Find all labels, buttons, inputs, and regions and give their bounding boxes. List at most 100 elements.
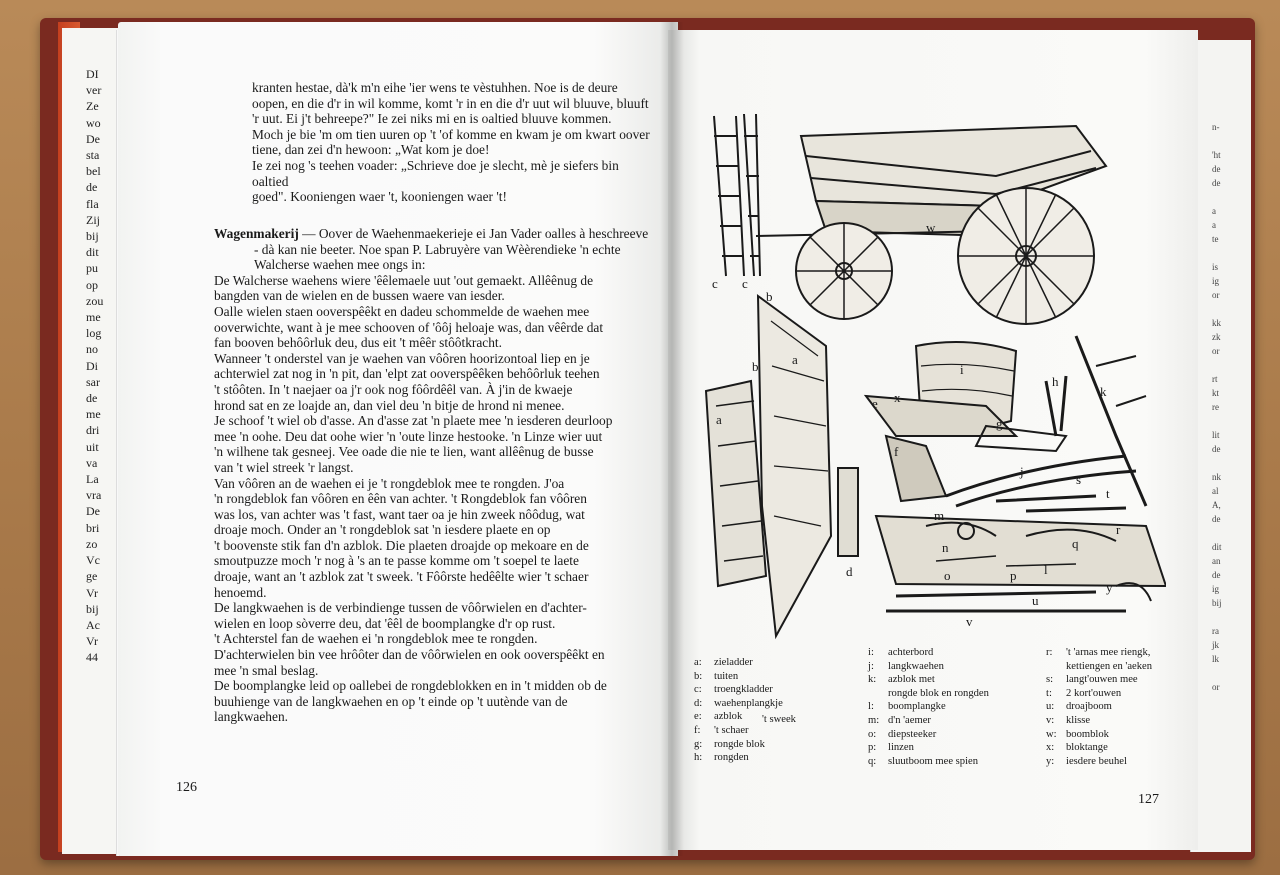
legend-item: b:tuiten: [694, 670, 854, 684]
text-line: Oalle wielen staen ooverspêêkt en dadeu …: [214, 303, 590, 319]
page-number-right: 127: [1138, 792, 1159, 807]
legend-item: d: waehenplangkje: [694, 697, 854, 711]
text-line: 'n rongdeblok fan vôôren en êên van acht…: [214, 491, 587, 507]
figure-letter-f: f: [894, 444, 899, 459]
figure-letter-b1: b: [766, 289, 773, 304]
figure-letter-s: s: [1076, 472, 1081, 487]
legend-value: langkwaehen: [888, 660, 944, 672]
legend-item: q:sluutboom mee spien: [868, 755, 1048, 769]
text-line: 'r uut. Ei j't behreepe?" Ie zei niks mi…: [252, 111, 612, 127]
text-line: droaje, want an 't azblok zat 't sweek. …: [214, 569, 589, 585]
left-page: [118, 22, 678, 856]
text-line: kranten hestae, dà'k m'n eihe 'ier wens …: [252, 80, 618, 95]
text-line: 't Achterstel fan de waehen ei 'n rongde…: [214, 631, 538, 647]
figure-letter-u: u: [1032, 593, 1039, 608]
legend-item: kettiengen en 'aeken: [1046, 660, 1196, 674]
text-line: Wagenmakerij — Oover de Waehenmaekerieje…: [214, 226, 660, 242]
legend-item: r:'t 'arnas mee riengk,: [1046, 646, 1196, 660]
text-line: langkwaehen.: [214, 709, 288, 725]
text-line: Moch je bie 'm om tien uuren op 't 'of k…: [252, 126, 650, 142]
legend-value: d'n 'aemer: [888, 714, 931, 726]
legend-item: rongde blok en rongden: [868, 687, 1048, 701]
text-line: droaje moch. Onder an 't rongdeblok sat …: [214, 522, 551, 538]
legend-key: t:: [1046, 687, 1052, 699]
legend-key: o:: [868, 728, 877, 740]
text-line: henoemd.: [214, 584, 267, 600]
legend-key: y:: [1046, 755, 1055, 767]
section-heading: Wagenmakerij: [214, 226, 299, 241]
figure-letter-m: m: [934, 508, 944, 523]
text-line: buuhienge van de langkwaehen en op 't ei…: [214, 693, 568, 709]
figure-letter-c2: c: [742, 276, 748, 291]
legend-item: p:linzen: [868, 741, 1048, 755]
legend-value: achterbord: [888, 647, 934, 658]
text-line: was los, van achter was 't fast, want ta…: [214, 506, 585, 522]
text-line: mee 'n smal beslag.: [214, 662, 319, 678]
text-line: bangden van de wielen en de bussen waere…: [214, 288, 505, 304]
text-line: goed". Kooniengen waer 't, kooniengen wa…: [252, 189, 507, 205]
legend-value: boomblok: [1066, 728, 1109, 740]
legend-key: m:: [868, 714, 880, 726]
legend-item: c:troengkladder: [694, 683, 854, 697]
legend-key: v:: [1046, 714, 1055, 726]
text-line: Walcherse waehen mee ongs in:: [254, 257, 426, 273]
legend-value: troengkladder: [714, 684, 773, 696]
legend-item: e:azblok: [694, 710, 854, 724]
text-line: mee 'n oohe. Deu dat oohe wier 'n 'oute …: [214, 428, 603, 444]
legend-item: g:rongde blok: [694, 738, 854, 752]
legend-key: d:: [694, 697, 703, 709]
text-line: fan booven behôôrluk deu, dus eit 't mêê…: [214, 335, 503, 351]
figure-letter-p: p: [1010, 568, 1017, 583]
text-line: wielen en loop sòverre deu, dat 'êêl de …: [214, 615, 556, 631]
legend-value: klisse: [1066, 714, 1091, 726]
legend-key: w:: [1046, 728, 1057, 740]
wagon-illustration: c c b b a a d i h k e f g j s t m n o p …: [704, 113, 1166, 640]
legend-value: waehenplangkje: [714, 697, 783, 709]
legend-key: b:: [694, 670, 703, 682]
legend-value: 2 kort'ouwen: [1066, 687, 1122, 699]
figure-letter-x: x: [894, 390, 901, 405]
text-line: ooverwichte, want à je mee schooven of '…: [214, 319, 604, 335]
figure-letter-n: n: [942, 540, 949, 555]
figure-letter-v: v: [966, 614, 973, 629]
text-line: 't stôôten. In 't naejaer oa j'r ook nog…: [214, 381, 573, 397]
figure-letter-y: y: [1106, 580, 1113, 595]
legend-key: j:: [868, 660, 874, 672]
intro-paragraph: kranten hestae, dà'k m'n eihe 'ier wens …: [252, 80, 657, 205]
legend-key: x:: [1046, 742, 1055, 754]
figure-letter-b2: b: [752, 359, 759, 374]
text-line: hrond sat en ze loajde an, dan viel deu …: [214, 397, 565, 413]
legend-value: azblok met: [888, 674, 935, 686]
legend-item: s:langt'ouwen mee: [1046, 673, 1196, 687]
legend-item: u:droajboom: [1046, 700, 1196, 714]
legend-key: p:: [868, 742, 877, 754]
figure-letter-j: j: [1019, 464, 1024, 479]
page-number-left: 126: [176, 780, 197, 795]
text-line: Van vôôren an de waehen ei je 't rongdeb…: [214, 475, 565, 491]
figure-letter-d: d: [846, 564, 853, 579]
legend-value: kettiengen en 'aeken: [1066, 660, 1153, 672]
figure-letter-w: w: [926, 220, 936, 235]
legend-item: k:azblok met: [868, 673, 1048, 687]
legend-item: l:boomplangke: [868, 700, 1048, 714]
text-line: Ie zei nog 's teehen voader: „Schrieve d…: [252, 157, 619, 189]
legend-item: w: boomblok: [1046, 728, 1196, 742]
figure-letter-q: q: [1072, 536, 1079, 551]
legend-item: m: d'n 'aemer: [868, 714, 1048, 728]
legend-key: q:: [868, 755, 877, 767]
spine-shadow: [660, 22, 684, 856]
text-line: van 't wiel streek 'r langst.: [214, 459, 354, 475]
text-line: 'n wilhene tak gesneej. Vee oade die nie…: [214, 444, 594, 460]
figure-letter-h: h: [1052, 374, 1059, 389]
figure-letter-t: t: [1106, 486, 1110, 501]
figure-letter-l: l: [1044, 562, 1048, 577]
figure-letter-o: o: [944, 568, 951, 583]
figure-letter-a2: a: [716, 412, 722, 427]
legend-item: x:bloktange: [1046, 741, 1196, 755]
legend-key: f:: [694, 724, 701, 736]
legend-value: rongden: [714, 752, 749, 764]
text-line: Wanneer 't onderstel van je waehen van v…: [214, 350, 590, 366]
legend-key: s:: [1046, 674, 1054, 686]
